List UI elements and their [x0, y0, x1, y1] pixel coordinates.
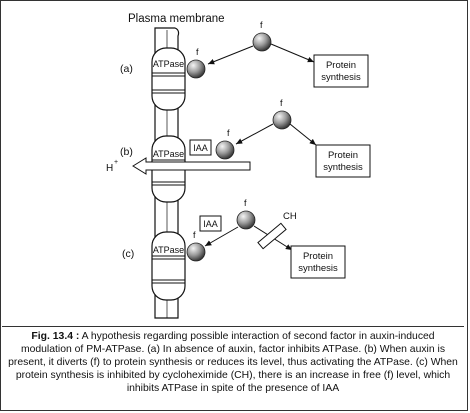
- panel-b-label: (b): [120, 146, 133, 158]
- panel-c-label: (c): [122, 248, 134, 260]
- atpase-label: ATPase: [153, 245, 184, 255]
- factor-label: f: [260, 20, 263, 30]
- panel-c: (c) ATPase f IAA f CH Protein synthesis: [122, 198, 346, 301]
- atpase-a: ATPase: [151, 47, 186, 111]
- proton-efflux-arrow: [132, 157, 251, 175]
- arrow-to-protein-b: [289, 123, 317, 146]
- iaa-label: IAA: [203, 219, 218, 229]
- arrow-to-atpase-a: [207, 45, 254, 65]
- arrow-to-iaa-b: [235, 123, 274, 145]
- factor-f-bound-b: [215, 140, 235, 160]
- protein-synthesis-box-a: [313, 54, 369, 88]
- factor-label: f: [196, 47, 199, 57]
- synthesis-text-b: synthesis: [323, 162, 363, 173]
- factor-f-free-a: [252, 32, 272, 52]
- panel-b: (b) ATPase H + IAA f f Protein synthesis: [106, 98, 371, 203]
- ch-label: CH: [283, 211, 297, 222]
- atpase-label: ATPase: [153, 59, 184, 69]
- protein-text-c: Protein: [303, 251, 333, 262]
- atpase-label: ATPase: [153, 149, 184, 159]
- figure-caption: Fig. 13.4 : A hypothesis regarding possi…: [2, 326, 464, 409]
- factor-f-free-b: [272, 110, 292, 130]
- panel-a-label: (a): [120, 63, 133, 75]
- factor-label: f: [280, 98, 283, 108]
- factor-label: f: [227, 128, 230, 138]
- h-ion-charge: +: [114, 159, 118, 166]
- auxin-atpase-diagram: Plasma membrane (a) ATPase f f Protein s…: [106, 13, 371, 319]
- protein-synthesis-box-b: [315, 144, 371, 178]
- caption-text: A hypothesis regarding possible interact…: [8, 331, 458, 394]
- synthesis-text-c: synthesis: [298, 263, 338, 274]
- factor-label: f: [193, 230, 196, 240]
- h-ion-label: H: [106, 163, 113, 174]
- factor-f-bound-c: [186, 242, 206, 262]
- iaa-box-b: [189, 139, 212, 156]
- arrow-to-protein-a: [270, 43, 315, 63]
- figure-number: Fig. 13.4 :: [31, 331, 80, 342]
- membrane-label: Plasma membrane: [128, 13, 225, 25]
- protein-text-b: Protein: [328, 150, 358, 161]
- cycloheximide-block: [257, 222, 287, 250]
- iaa-label: IAA: [193, 143, 208, 153]
- iaa-box-c: [199, 215, 222, 232]
- factor-f-bound-a: [186, 59, 206, 79]
- synthesis-text-a: synthesis: [321, 72, 361, 83]
- factor-label: f: [244, 198, 247, 208]
- protein-synthesis-box-c: [290, 245, 346, 279]
- atpase-c: ATPase: [151, 231, 186, 301]
- protein-text-a: Protein: [326, 60, 356, 71]
- arrow-to-atpase-c: [204, 226, 239, 247]
- panel-a: (a) ATPase f f Protein synthesis: [120, 20, 369, 111]
- factor-f-free-c: [236, 210, 256, 230]
